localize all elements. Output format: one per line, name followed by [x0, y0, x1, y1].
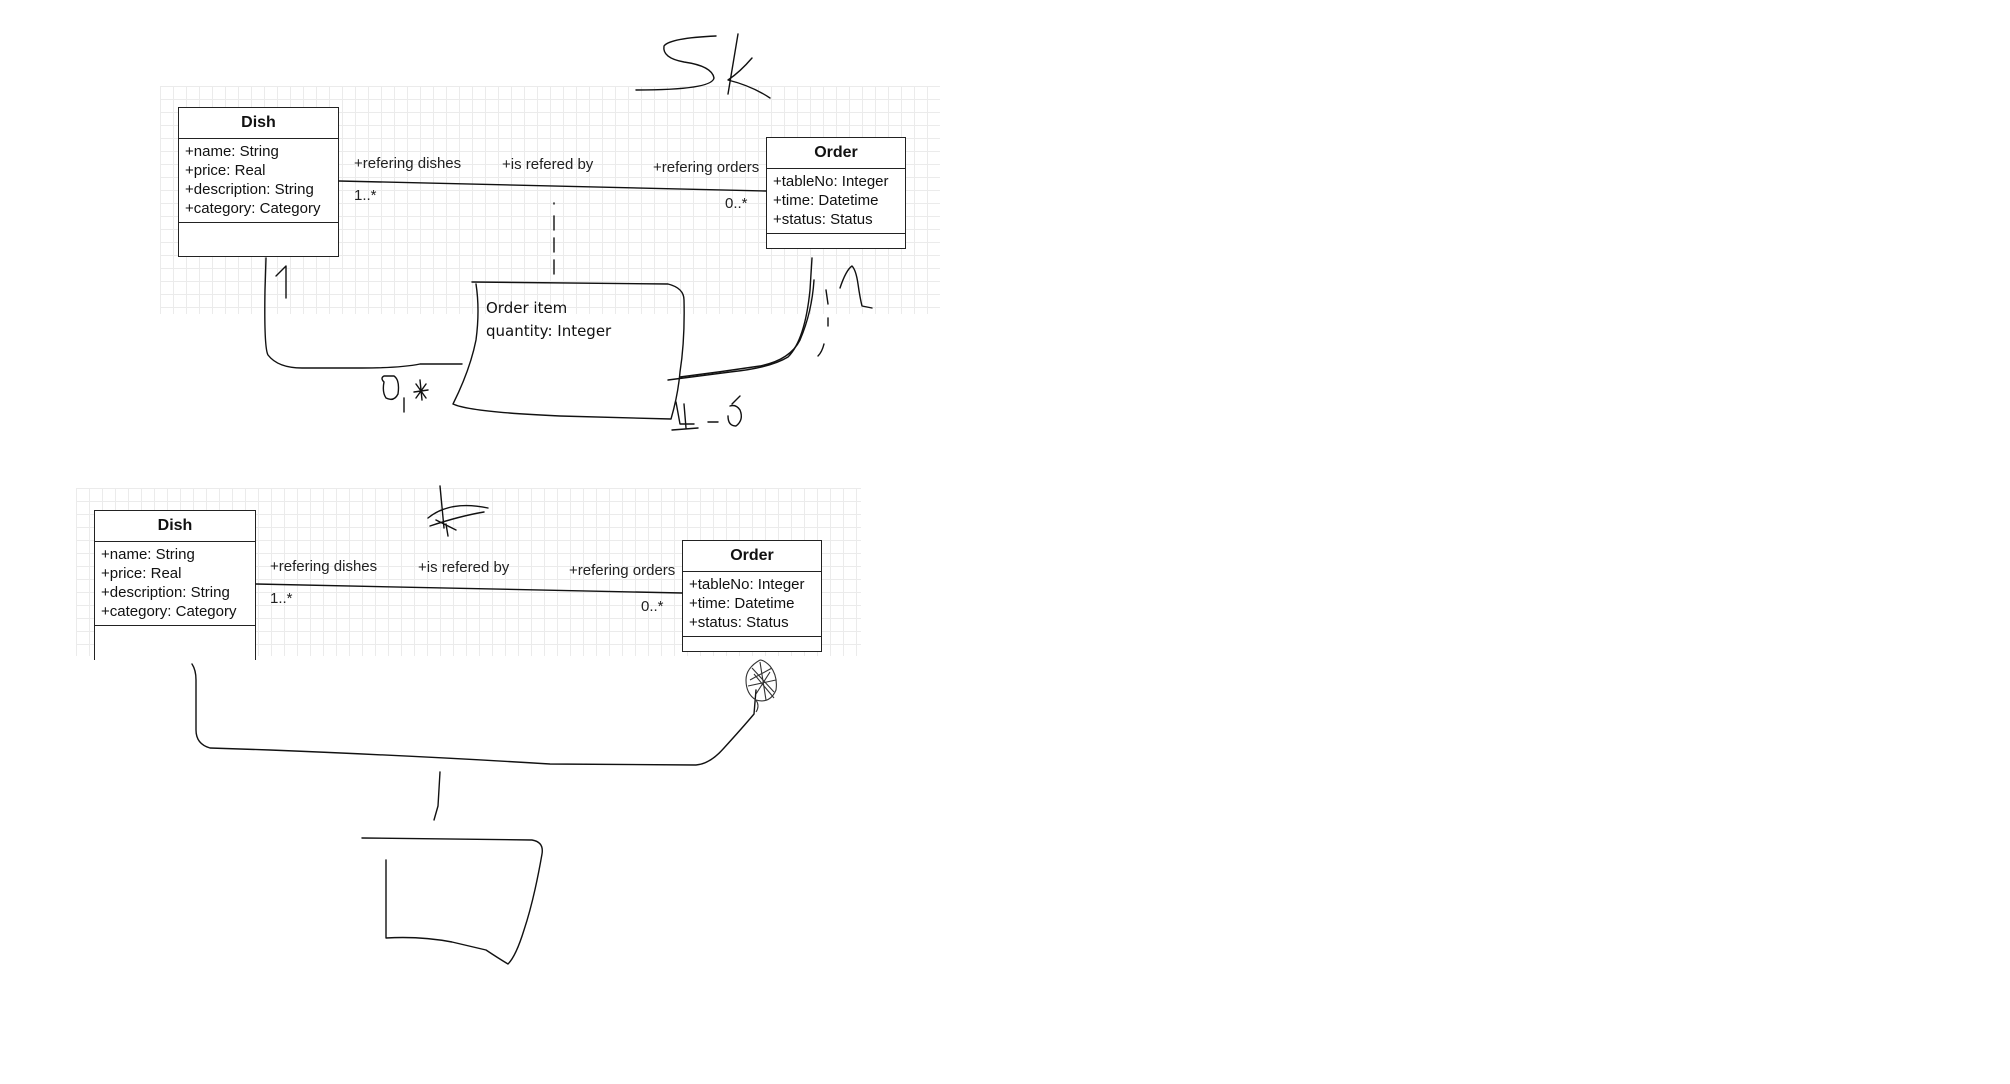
- scribble-star: [413, 379, 429, 401]
- attribute-name: +name: String: [101, 546, 195, 563]
- attribute-tableno: +tableNo: Integer: [773, 173, 889, 190]
- multiplicity-dish-end-top: 1..*: [354, 187, 377, 204]
- class-attributes: +tableNo: Integer +time: Datetime +statu…: [767, 169, 905, 234]
- attribute-category: +category: Category: [101, 603, 237, 620]
- scribble-bottom-center: [671, 395, 743, 431]
- class-title: Dish: [179, 108, 338, 139]
- class-title: Order: [683, 541, 821, 572]
- bottom-dish-to-order-curve: [191, 663, 757, 766]
- multiplicity-order-end-bottom: 0..*: [641, 598, 664, 615]
- multiplicity-dish-end-bottom: 1..*: [270, 590, 293, 607]
- order-class-bottom[interactable]: Order +tableNo: Integer +time: Datetime …: [682, 540, 822, 652]
- class-operations: [95, 626, 255, 775]
- class-attributes: +name: String +price: Real +description:…: [95, 542, 255, 626]
- attribute-description: +description: String: [185, 181, 314, 198]
- dish-class-bottom[interactable]: Dish +name: String +price: Real +descrip…: [94, 510, 256, 660]
- class-attributes: +tableNo: Integer +time: Datetime +statu…: [683, 572, 821, 637]
- attribute-time: +time: Datetime: [773, 192, 879, 209]
- attribute-price: +price: Real: [185, 162, 266, 179]
- attribute-price: +price: Real: [101, 565, 182, 582]
- role-refering-dishes-top: +refering dishes: [354, 155, 462, 172]
- class-operations: [683, 637, 821, 747]
- association-class-name: Order item: [486, 299, 568, 317]
- association-class-attribute: quantity: Integer: [486, 322, 612, 340]
- attribute-status: +status: Status: [689, 614, 789, 631]
- role-is-refered-by-bottom: +is refered by: [418, 559, 510, 576]
- role-refering-orders-bottom: +refering orders: [569, 562, 676, 579]
- multiplicity-order-end-top: 0..*: [725, 195, 748, 212]
- attribute-category: +category: Category: [185, 200, 321, 217]
- attribute-status: +status: Status: [773, 211, 873, 228]
- attribute-tableno: +tableNo: Integer: [689, 576, 805, 593]
- bottom-connector-tick: [433, 771, 441, 821]
- signature-s: [635, 35, 717, 91]
- scribble-circle-left: [381, 375, 400, 401]
- dish-class-top[interactable]: Dish +name: String +price: Real +descrip…: [178, 107, 339, 257]
- attribute-name: +name: String: [185, 143, 279, 160]
- class-attributes: +name: String +price: Real +description:…: [179, 139, 338, 223]
- class-title: Order: [767, 138, 905, 169]
- role-is-refered-by-top: +is refered by: [502, 156, 594, 173]
- attribute-time: +time: Datetime: [689, 595, 795, 612]
- order-class-top[interactable]: Order +tableNo: Integer +time: Datetime …: [766, 137, 906, 249]
- attribute-description: +description: String: [101, 584, 230, 601]
- role-refering-dishes-bottom: +refering dishes: [270, 558, 378, 575]
- class-operations: [767, 234, 905, 344]
- class-title: Dish: [95, 511, 255, 542]
- role-refering-orders-top: +refering orders: [653, 159, 760, 176]
- bottom-sketch-box: [361, 837, 543, 965]
- class-operations: [179, 223, 338, 371]
